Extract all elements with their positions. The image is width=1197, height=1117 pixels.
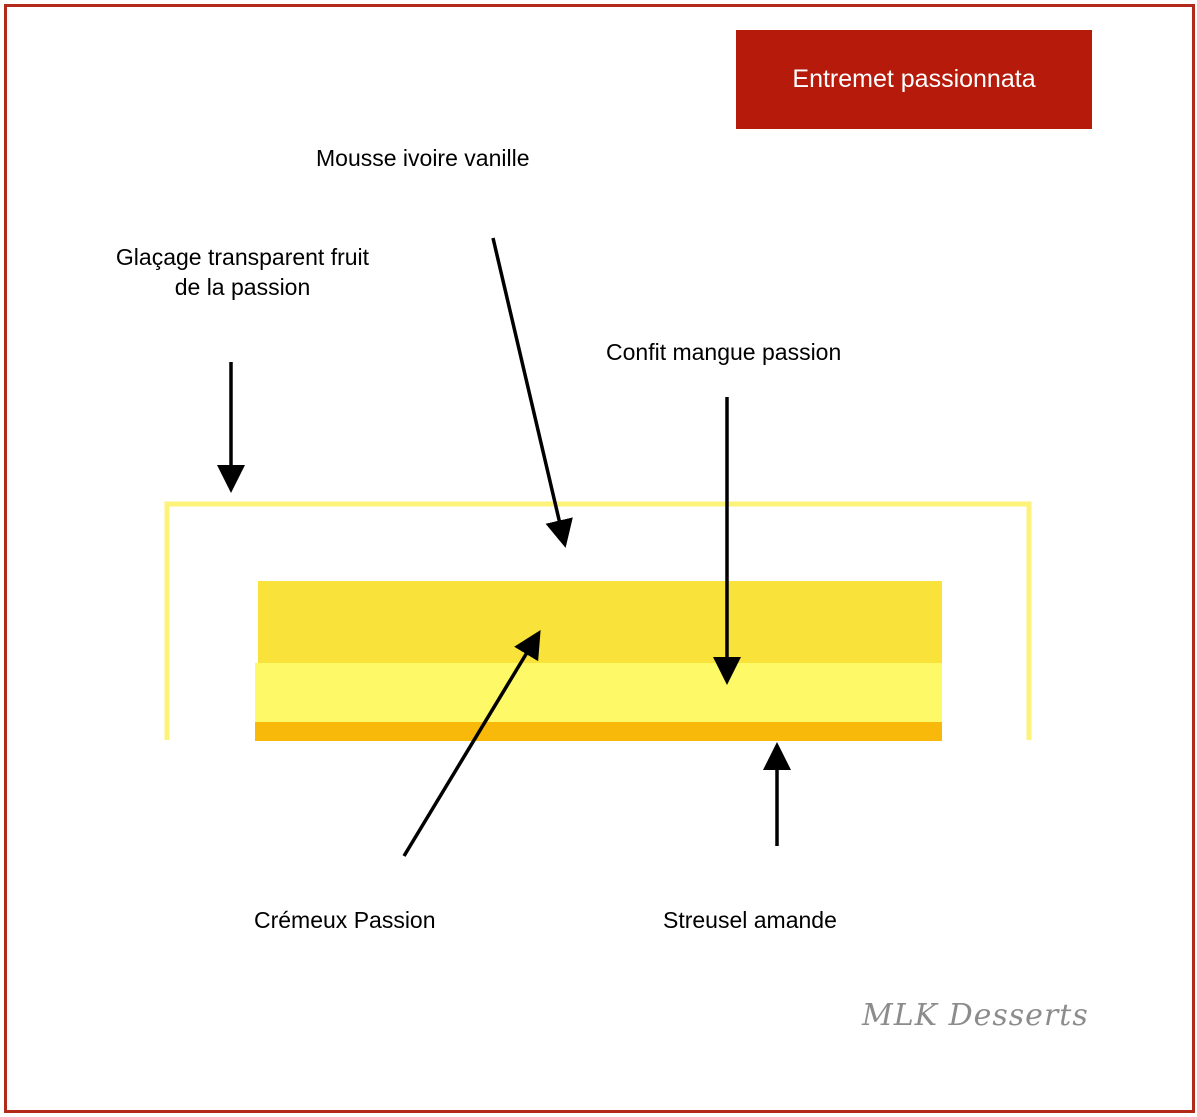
- watermark-logo: MLK Desserts: [862, 998, 1089, 1033]
- label-mousse: Mousse ivoire vanille: [316, 145, 530, 171]
- confit-layer: [255, 663, 942, 722]
- label-glacage: Glaçage transparent fruit de la passion: [115, 244, 370, 300]
- diagram-frame: [4, 4, 1195, 1113]
- diagram-title: Entremet passionnata: [736, 30, 1092, 129]
- glacage-layer: [164, 501, 1032, 740]
- label-cremeux: Crémeux Passion: [254, 907, 436, 933]
- label-confit: Confit mangue passion: [606, 339, 842, 365]
- mousse-layer: [258, 581, 942, 663]
- cremeux-arrow: [402, 630, 541, 857]
- label-streusel: Streusel amande: [663, 907, 837, 933]
- mousse-arrow: [491, 237, 573, 548]
- streusel-layer: [255, 722, 942, 741]
